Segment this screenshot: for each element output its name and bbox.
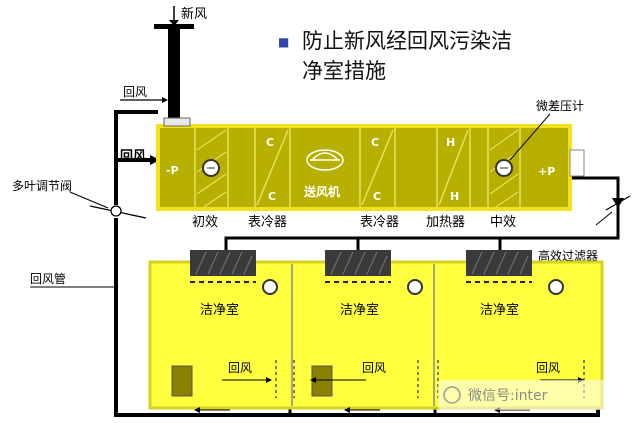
fresh-air-arrowhead: [169, 20, 179, 26]
title-bullet: ■: [278, 35, 289, 49]
valve-leader-line: [69, 191, 109, 209]
room-2-gauge-icon: [407, 279, 423, 295]
plus-p-label: +P: [538, 165, 555, 178]
minus-p-label: -P: [166, 164, 179, 177]
duct-arrowhead-2: [344, 407, 350, 413]
hepa-filter-3-icon: [466, 250, 532, 276]
fresh-air-damper: [163, 117, 191, 127]
fresh-air-label: 新风: [181, 6, 207, 22]
return-air-left-label: 回风: [120, 149, 146, 164]
cooler-1-c-top: C: [266, 136, 274, 149]
ahu-gauge-right-icon: [495, 159, 513, 177]
supply-duct: [224, 176, 620, 250]
watermark-text: 微信号:inter: [468, 388, 548, 404]
diff-pressure-gauge-label: 微差压计: [536, 99, 584, 113]
return-inlet-arrow: [150, 155, 160, 165]
room-return-1-label: 回风: [228, 361, 252, 375]
cooler-1-c-bottom: C: [268, 190, 276, 203]
gauge-leader-line: [509, 113, 551, 161]
heater-h-top: H: [446, 136, 455, 149]
title-line-2: 净室措施: [302, 59, 386, 83]
hepa-filter-1-icon: [190, 250, 256, 276]
watermark-bg: [438, 380, 628, 410]
room-3-gauge-icon: [548, 279, 564, 295]
medium-filter-label: 中效: [490, 215, 516, 230]
supply-arrow: [595, 211, 613, 226]
wechat-icon: [443, 386, 461, 404]
return-grilles: [275, 360, 585, 398]
title-line-1: 防止新风经回风污染洁: [302, 29, 512, 53]
room-1-door: [171, 365, 193, 397]
fresh-air-duct: [168, 28, 180, 124]
fan-icon: [306, 149, 344, 171]
cooler-2-label: 表冷器: [360, 215, 399, 230]
cooler-2-c-bottom: C: [373, 190, 381, 203]
return-air-top-label: 回风: [123, 85, 147, 99]
duct-arrowhead-1: [194, 407, 200, 413]
heater-diagonal: [438, 129, 469, 206]
return-top-arrowhead: [162, 97, 168, 103]
hepa-filter-label: 高效过滤器: [538, 248, 598, 263]
return-duct-upper: [114, 110, 158, 205]
hepa-filter-2-icon: [325, 250, 391, 276]
room-1-label: 洁净室: [200, 302, 239, 318]
room-1-gauge-icon: [262, 279, 278, 295]
supply-valve-blade: [605, 195, 631, 211]
room-3-label: 洁净室: [480, 302, 519, 318]
return-duct-label: 回风管: [30, 271, 66, 286]
fresh-air-hood: [154, 24, 194, 29]
cooler-1-diagonal: [256, 129, 289, 206]
ahu-gauge-left-icon: [202, 159, 220, 177]
room-return-2-arrowhead: [310, 377, 316, 383]
heater-h-bottom: H: [450, 190, 459, 203]
cooler-1-label: 表冷器: [248, 215, 287, 230]
room-return-2-label: 回风: [362, 361, 386, 375]
primary-filter-label: 初效: [192, 215, 218, 230]
ahu-outlet: [569, 149, 585, 177]
cooler-2-diagonal: [361, 129, 394, 206]
multi-leaf-valve-icon: [110, 205, 122, 217]
ahu-dividers: [194, 128, 521, 207]
cooler-2-c-top: C: [371, 136, 379, 149]
room-return-3-label: 回风: [536, 361, 560, 375]
fan-label: 送风机: [303, 184, 340, 199]
heater-label: 加热器: [426, 215, 465, 230]
multi-leaf-valve-label: 多叶调节阀: [12, 179, 72, 193]
room-return-1-arrowhead: [266, 377, 272, 383]
room-2-label: 洁净室: [340, 302, 379, 318]
